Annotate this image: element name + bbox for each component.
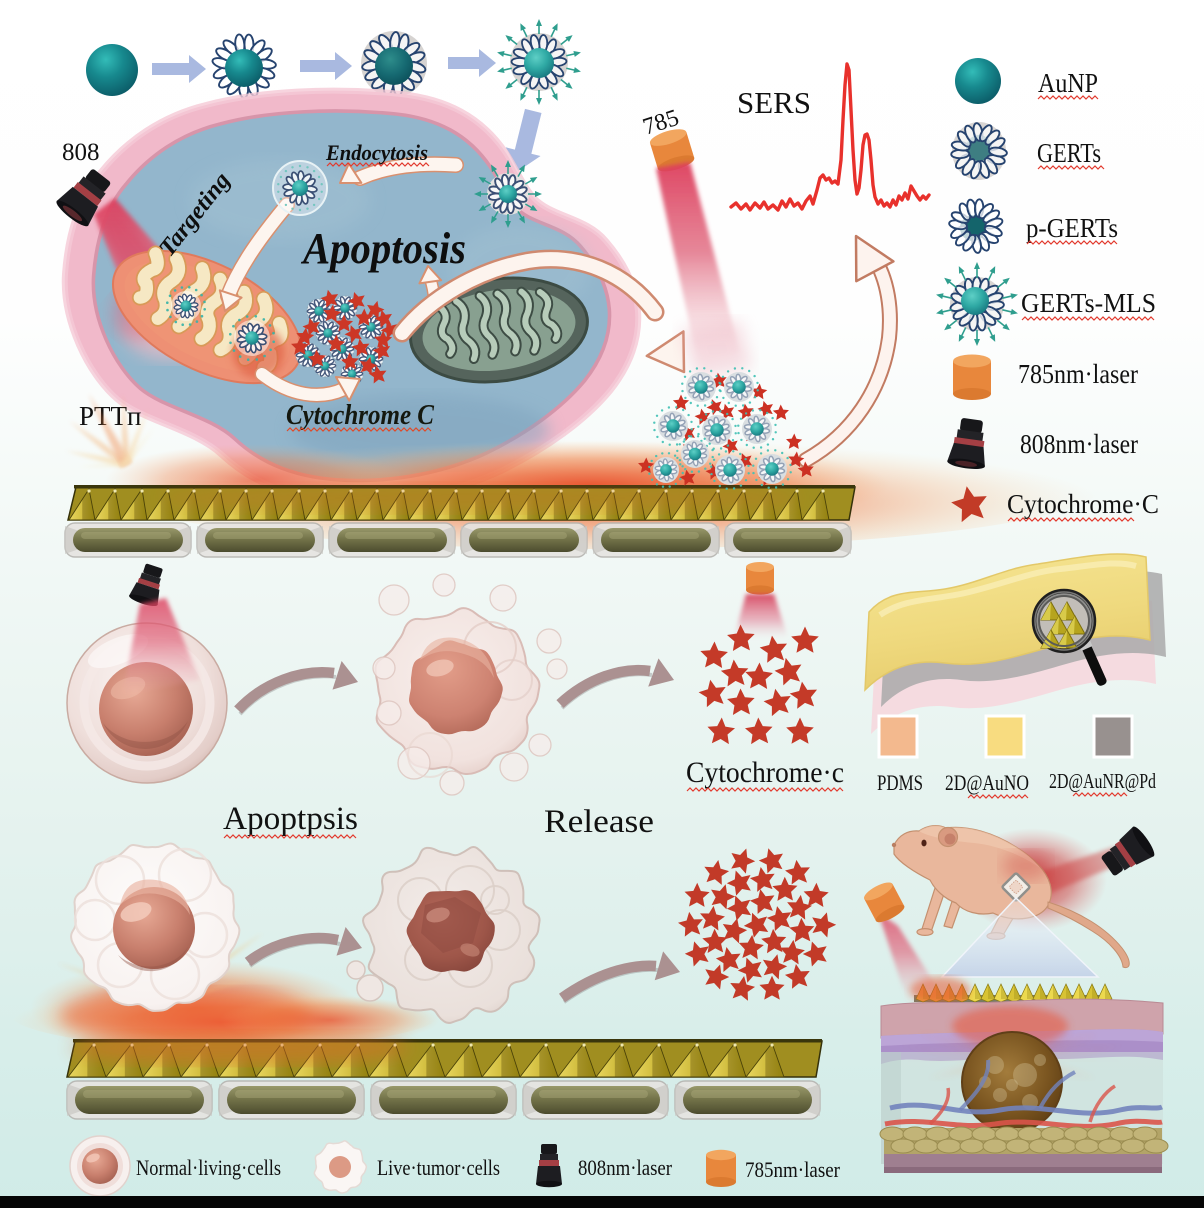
svg-text:GERTs: GERTs xyxy=(1037,138,1101,168)
svg-text:785nm·laser: 785nm·laser xyxy=(1018,359,1138,389)
svg-text:Release: Release xyxy=(544,804,654,840)
svg-text:785nm·laser: 785nm·laser xyxy=(745,1157,841,1182)
svg-text:GERTs-MLS: GERTs-MLS xyxy=(1021,288,1156,318)
svg-text:Cytochrome·c: Cytochrome·c xyxy=(686,756,844,789)
svg-text:p-GERTs: p-GERTs xyxy=(1026,213,1118,243)
svg-text:AuNP: AuNP xyxy=(1038,68,1098,98)
svg-text:Cytochrome·C: Cytochrome·C xyxy=(1007,489,1159,519)
svg-text:Live·tumor·cells: Live·tumor·cells xyxy=(377,1155,500,1180)
svg-text:PTTп: PTTп xyxy=(79,401,141,431)
svg-text:808: 808 xyxy=(62,139,100,166)
svg-text:Endocytosis: Endocytosis xyxy=(325,140,428,165)
svg-text:SERS: SERS xyxy=(737,85,811,120)
svg-text:Cytochrome C: Cytochrome C xyxy=(286,400,434,431)
svg-text:PDMS: PDMS xyxy=(877,770,923,795)
svg-text:2D@AuNR@Pd: 2D@AuNR@Pd xyxy=(1049,769,1156,793)
svg-text:Apoptpsis: Apoptpsis xyxy=(223,801,358,837)
svg-text:808nm·laser: 808nm·laser xyxy=(578,1155,673,1180)
svg-text:Normal·living·cells: Normal·living·cells xyxy=(136,1155,281,1180)
svg-text:808nm·laser: 808nm·laser xyxy=(1020,429,1138,459)
svg-text:Apoptosis: Apoptosis xyxy=(300,224,466,273)
svg-text:2D@AuNO: 2D@AuNO xyxy=(945,770,1029,795)
